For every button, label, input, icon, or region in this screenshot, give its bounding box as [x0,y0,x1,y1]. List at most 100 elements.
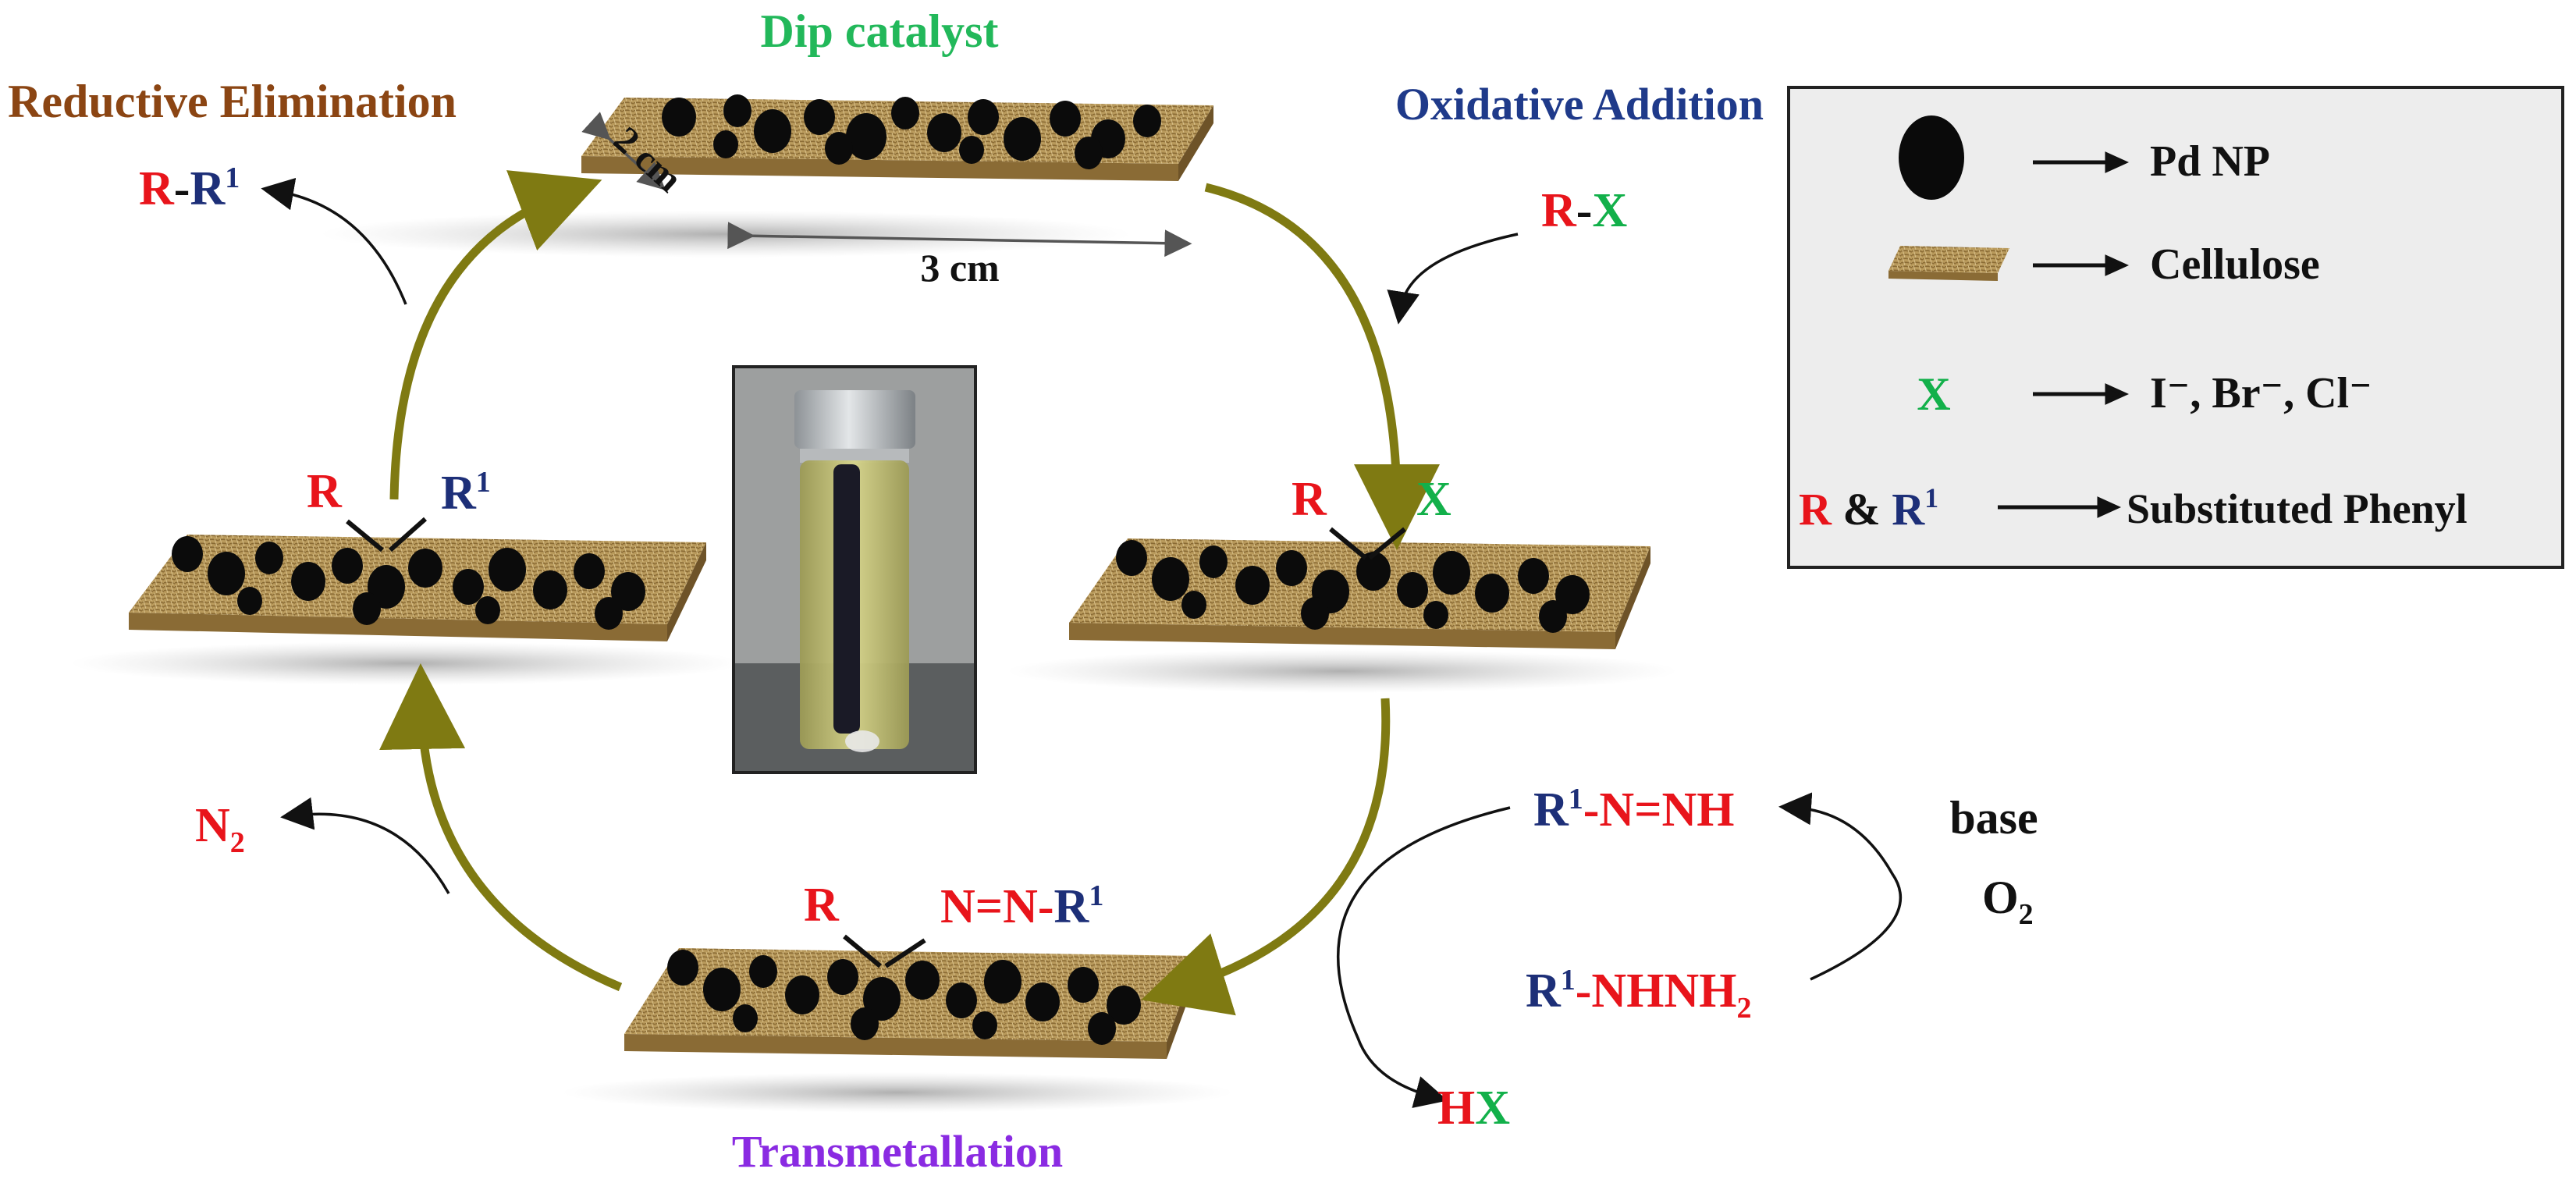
cycle-arrow-bottom-right [1141,698,1391,1016]
legend-pd-symbol [1899,115,1964,200]
legend-x-meaning: I⁻, Br⁻, Cl⁻ [2150,369,2372,417]
pd-nanoparticle [1397,572,1428,608]
oxidative-addition-label: Oxidative Addition [1395,79,1764,130]
pd-nanoparticle [804,99,835,135]
pd-nanoparticle [1107,986,1141,1025]
pd-nanoparticle [851,1007,879,1040]
pd-nanoparticle [667,950,698,986]
pd-nanoparticle [1075,137,1103,169]
base-label: base [1949,792,2038,844]
pd-nanoparticle [1475,574,1509,613]
pd-nanoparticle [984,960,1022,1004]
legend-r-meaning: Substituted Phenyl [2127,485,2468,532]
pd-nanoparticle [968,99,999,135]
cycle-arrows [379,170,1440,1016]
width-dimension-arrow [581,112,666,190]
pd-nanoparticle [785,975,819,1014]
pd-nanoparticle [408,549,442,588]
transmetallation-label: Transmetallation [732,1126,1063,1177]
legend-cellulose-symbol [1888,246,2009,281]
pd-nanoparticle [1433,551,1470,595]
legend-r-symbols: R & R1 [1799,482,1938,535]
pd-nanoparticle [713,130,738,158]
pd-nanoparticle [723,94,751,127]
pd-nanoparticle [1199,545,1228,578]
pd-nanoparticle [825,132,853,165]
left-r-label: R [307,465,343,518]
pd-nanoparticle [475,596,500,624]
pd-nanoparticle [237,587,262,615]
pd-nanoparticle [1356,552,1391,591]
hx-formula: HX [1437,1082,1510,1135]
pd-nanoparticle [453,569,484,605]
pd-nanoparticle [703,968,741,1011]
pd-nanoparticle [959,136,984,164]
pd-nanoparticle [611,572,645,611]
pd-nanoparticle [733,1004,758,1032]
reagent-entry-arrow [1387,233,1519,325]
n2-release-arrow [280,797,450,894]
bond-lines [346,517,1406,968]
pd-nanoparticle [1116,540,1147,576]
right-x-label: X [1416,473,1451,526]
pd-nanoparticle [1088,1012,1116,1045]
pd-nanoparticle [1423,601,1448,629]
pd-nanoparticle [927,113,961,152]
dip-catalyst-title: Dip catalyst [761,5,999,57]
cycle-arrow-bottom-left [379,663,623,992]
pd-nanoparticle [533,570,567,609]
bottom-r-label: R [804,879,840,932]
pd-nanoparticle [1518,558,1549,594]
pd-nanoparticle [332,548,363,584]
length-dimension-arrow [727,222,1192,258]
pd-nanoparticle [905,961,940,1000]
legend-pd-label: Pd NP [2150,137,2270,186]
pd-nanoparticle [891,97,919,130]
reagent-formula: R-X [1541,184,1627,237]
pd-nanoparticle [1004,117,1041,161]
pd-nanoparticle [754,109,791,153]
reductive-elimination-label: Reductive Elimination [8,76,457,127]
bottom-diazenyl-label: N=N-R1 [940,879,1103,933]
dimension-arrows [581,112,1192,258]
product-release-arrow [261,177,407,305]
left-r1-label: R1 [441,466,491,520]
pd-nanoparticle [353,592,381,625]
diazene-formula: R1-N=NH [1533,783,1735,837]
pd-nanoparticle [1068,967,1099,1003]
length-label: 3 cm [920,246,999,290]
pd-nanoparticle [972,1011,997,1039]
side-arrows [261,177,1902,1108]
hydrazine-formula: R1-NHNH2 [1526,964,1751,1025]
pd-nanoparticle [1133,105,1161,137]
pd-nanoparticle [863,977,901,1021]
pd-nanoparticle [489,548,526,592]
pd-nanoparticle [172,536,203,572]
hydrazine-oxidation-arrow [1778,792,1902,981]
pd-nanoparticle [946,982,977,1018]
cellulose-sheet-right [1007,538,1678,693]
pd-nanoparticle [1235,566,1270,605]
pd-nanoparticles [172,94,1590,1045]
pd-nanoparticle [1181,591,1206,619]
pd-nanoparticle [1539,600,1567,633]
product-formula: R-R1 [139,162,240,215]
pd-nanoparticle [1301,597,1329,630]
hx-release-arrow [1336,806,1511,1108]
pd-nanoparticle [846,113,886,160]
pd-nanoparticle [662,98,696,137]
legend-cellulose-label: Cellulose [2150,240,2320,289]
pd-nanoparticle [595,597,623,630]
legend-x-symbol: X [1917,368,1950,420]
cellulose-sheet-left [70,535,741,685]
pd-nanoparticle [291,562,325,601]
right-r-label: R [1292,473,1327,526]
pd-nanoparticle [1050,101,1081,137]
cellulose-sheet-bottom [562,948,1233,1113]
vial-photo [732,365,977,774]
cycle-arrow-top-right [1204,183,1440,550]
pd-nanoparticle [1025,982,1060,1021]
pd-nanoparticle [1555,575,1590,614]
